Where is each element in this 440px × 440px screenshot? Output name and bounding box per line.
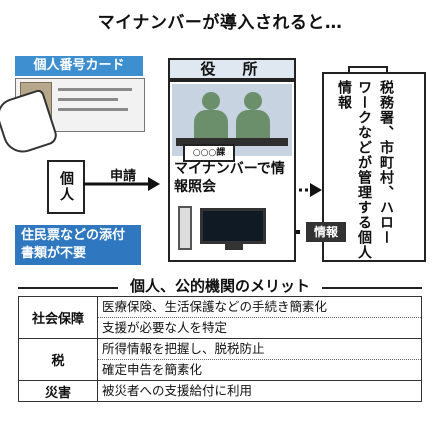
- staff-head-icon: [202, 92, 220, 110]
- agencies-text-line2: ワークなどが管理する個人情報: [336, 80, 372, 260]
- category-cell: 社会保障: [18, 296, 98, 339]
- merit-item: 確定申告を簡素化: [98, 359, 421, 380]
- staff-person-icon: [194, 110, 228, 140]
- request-arrow-head: [148, 177, 160, 191]
- card-text-line: [58, 98, 118, 101]
- merit-item: 医療保険、生活保護などの手続き簡素化: [102, 299, 328, 314]
- folder-tab-icon: [348, 66, 388, 76]
- merits-heading: 個人、公的機関のメリット: [129, 277, 310, 295]
- table-row: 税 所得情報を把握し、脱税防止 確定申告を簡素化: [18, 338, 422, 381]
- category-cell: 税: [18, 338, 98, 381]
- section-plate: ○○○課: [183, 144, 235, 162]
- heading-rule-left: [18, 287, 118, 289]
- card-label: 個人番号カード: [15, 56, 143, 76]
- merits-table: 社会保障 医療保険、生活保護などの手続き簡素化 支援が必要な人を特定 税 所得情…: [18, 296, 422, 402]
- no-documents-note: 住民票などの添付書類が不要: [15, 225, 141, 265]
- staff-head-icon: [244, 92, 262, 110]
- info-tag: 情報: [306, 222, 346, 242]
- merit-item: 被災者への支援給付に利用: [102, 383, 253, 398]
- monitor-icon: [200, 208, 266, 244]
- office-desk: [176, 138, 288, 146]
- individual-box: 個人: [47, 160, 85, 214]
- card-text-line: [58, 88, 132, 91]
- request-label: 申請: [110, 169, 137, 184]
- computer-tower-icon: [178, 206, 192, 250]
- staff-person-icon: [236, 110, 270, 140]
- agencies-text-line1: 税務署、市町村、ハロー: [378, 80, 394, 245]
- category-cell: 災害: [18, 380, 98, 402]
- items-cell: 医療保険、生活保護などの手続き簡素化 支援が必要な人を特定: [97, 296, 422, 339]
- lookup-arrow-head: [310, 183, 322, 197]
- monitor-stand-icon: [225, 244, 243, 250]
- merit-item: 所得情報を把握し、脱税防止: [102, 341, 265, 356]
- items-cell: 被災者への支援給付に利用: [97, 380, 422, 402]
- table-row: 社会保障 医療保険、生活保護などの手続き簡素化 支援が必要な人を特定: [18, 296, 422, 339]
- heading-rule-right: [322, 287, 422, 289]
- merit-item: 支援が必要な人を特定: [98, 317, 421, 338]
- items-cell: 所得情報を把握し、脱税防止 確定申告を簡素化: [97, 338, 422, 381]
- card-text-line: [58, 108, 128, 111]
- lookup-text: マイナンバーで情報照会: [174, 161, 285, 195]
- individual-label: 個人: [58, 171, 74, 203]
- table-row: 災害 被災者への支援給付に利用: [18, 380, 422, 402]
- office-label: 役 所: [168, 58, 296, 80]
- diagram-title: マイナンバーが導入されると…: [97, 13, 343, 33]
